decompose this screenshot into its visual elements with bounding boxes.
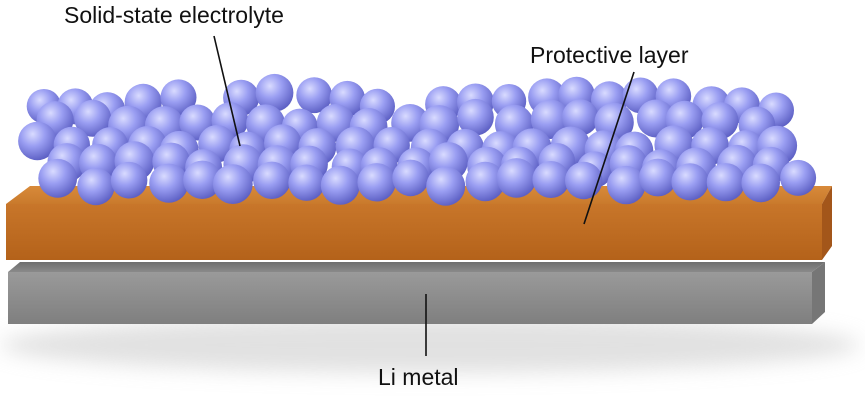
electrolyte-sphere (607, 165, 646, 205)
li-metal-slab (8, 262, 825, 324)
electrolyte-sphere (565, 161, 603, 200)
electrolyte-sphere (18, 121, 57, 161)
floor-shadow (0, 317, 860, 373)
electrolyte-sphere (110, 161, 148, 199)
electrolyte-sphere (183, 160, 222, 199)
electrolyte-label: Solid-state electrolyte (64, 2, 284, 28)
electrolyte-sphere (149, 163, 189, 203)
electrolyte-sphere (530, 99, 571, 139)
li-metal-top (8, 262, 825, 272)
electrolyte-spheres (18, 73, 817, 206)
electrolyte-sphere (160, 79, 197, 116)
electrolyte-sphere (320, 165, 360, 205)
electrolyte-sphere (288, 164, 325, 201)
electrolyte-sphere (780, 159, 817, 196)
electrolyte-sphere (741, 163, 780, 203)
protective-leader-line (583, 71, 635, 225)
electrolyte-leader-line (213, 35, 241, 147)
electrolyte-sphere (255, 73, 294, 112)
electrolyte-sphere (296, 77, 333, 114)
electrolyte-sphere (457, 98, 494, 136)
electrolyte-sphere (38, 158, 78, 198)
electrolyte-sphere (426, 166, 466, 206)
electrolyte-sphere (392, 159, 429, 197)
electrolyte-sphere (532, 161, 570, 198)
electrolyte-sphere (639, 158, 677, 197)
li-metal-front (8, 272, 812, 324)
electrolyte-sphere (77, 168, 115, 206)
electrolyte-sphere (253, 161, 291, 199)
protective-layer-front (6, 204, 822, 260)
electrolyte-sphere (212, 164, 253, 205)
electrolyte-sphere (671, 163, 709, 201)
electrolyte-sphere (74, 99, 112, 137)
electrolyte-sphere (496, 158, 537, 198)
protective-layer-label: Protective layer (530, 42, 689, 68)
electrolyte-sphere (465, 161, 505, 202)
electrolyte-sphere (706, 163, 745, 202)
li-metal-side (812, 262, 825, 324)
electrolyte-sphere (357, 163, 396, 202)
protective-layer-side (822, 186, 832, 260)
electrolyte-sphere (562, 99, 599, 136)
li-metal-label: Li metal (378, 364, 459, 390)
